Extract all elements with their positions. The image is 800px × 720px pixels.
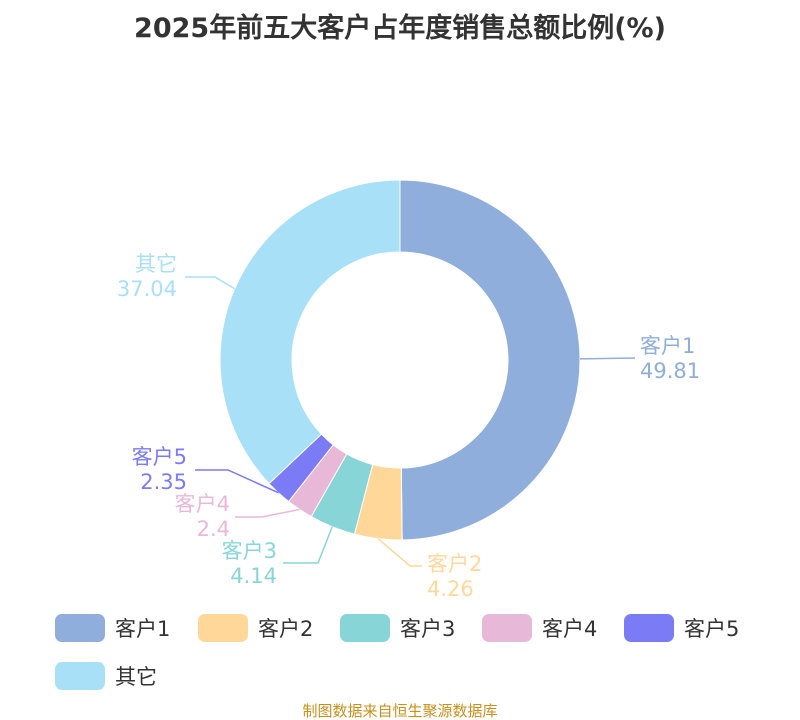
slice-label-value: 4.26 [427, 577, 474, 601]
donut-slice-1[interactable] [399, 179, 581, 541]
legend-item[interactable]: 其它 [55, 661, 157, 691]
slice-label-name: 客户3 [222, 539, 277, 563]
slice-label-name: 客户4 [175, 492, 230, 516]
legend-label: 客户1 [115, 617, 171, 641]
leader-line [579, 357, 636, 360]
legend-item[interactable]: 客户5 [624, 613, 739, 643]
legend-label: 客户3 [400, 617, 456, 641]
legend-item[interactable]: 客户3 [340, 613, 455, 643]
slice-label-value: 2.4 [197, 517, 230, 541]
legend-swatch [482, 614, 532, 642]
legend-swatch [198, 614, 248, 642]
leader-line [185, 276, 236, 290]
slice-label-name: 客户2 [427, 552, 482, 576]
legend-label: 其它 [115, 665, 157, 689]
source-note: 制图数据来自恒生聚源数据库 [302, 702, 498, 720]
legend-label: 客户4 [542, 617, 598, 641]
chart-title: 2025年前五大客户占年度销售总额比例(%) [134, 13, 666, 44]
leader-line [195, 469, 279, 494]
slice-label-name: 客户1 [640, 334, 695, 358]
donut-slice-6[interactable] [219, 179, 401, 485]
slice-label-value: 49.81 [640, 359, 700, 383]
slice-label-name: 客户5 [132, 445, 187, 469]
slice-label-value: 2.35 [140, 470, 187, 494]
legend-swatch [55, 614, 105, 642]
leader-line [235, 508, 300, 518]
legend-label: 客户5 [684, 617, 740, 641]
legend-item[interactable]: 客户4 [482, 613, 597, 643]
leader-line [283, 526, 333, 564]
legend-swatch [340, 614, 390, 642]
legend-swatch [624, 614, 674, 642]
slice-label-value: 37.04 [117, 277, 177, 301]
legend-label: 客户2 [258, 617, 314, 641]
slice-label-name: 其它 [135, 252, 177, 276]
legend-item[interactable]: 客户2 [198, 613, 313, 643]
leader-line [377, 538, 422, 567]
slice-label-value: 4.14 [230, 564, 277, 588]
legend-item[interactable]: 客户1 [55, 613, 170, 643]
legend-swatch [55, 662, 105, 690]
